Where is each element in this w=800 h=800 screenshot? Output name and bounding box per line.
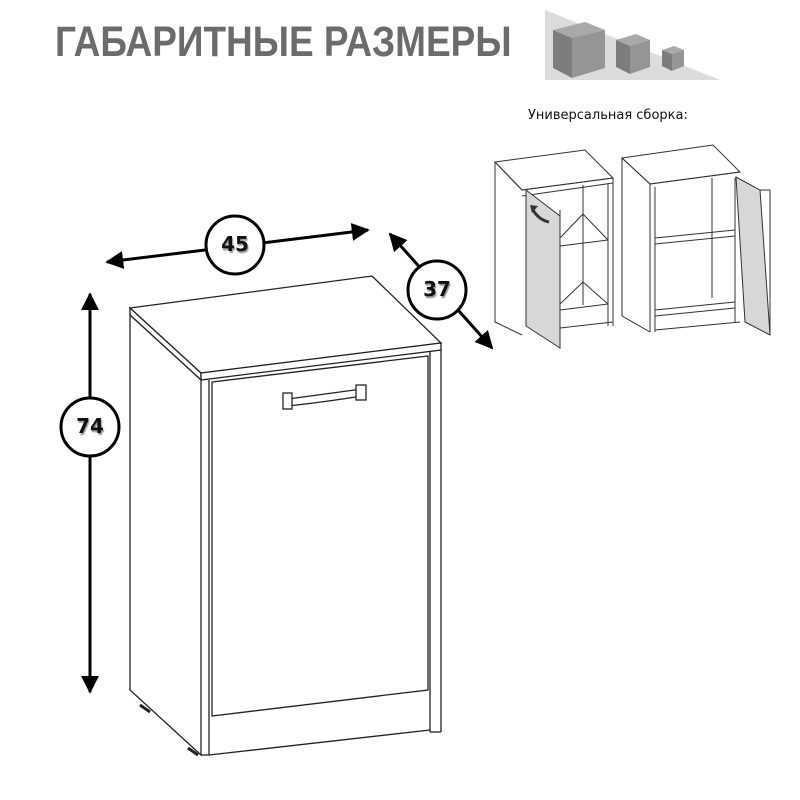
assembly-label: Универсальная сборка: [528,108,688,123]
depth-dimension-label: 37 [423,277,451,301]
page-title: ГАБАРИТНЫЕ РАЗМЕРЫ [55,18,512,66]
assembly-variant-right [620,144,771,336]
door-handle-icon [282,384,367,410]
assembly-variant-left [493,149,615,349]
height-dimension-label: 74 [76,414,104,438]
width-dimension-label: 45 [221,232,249,256]
